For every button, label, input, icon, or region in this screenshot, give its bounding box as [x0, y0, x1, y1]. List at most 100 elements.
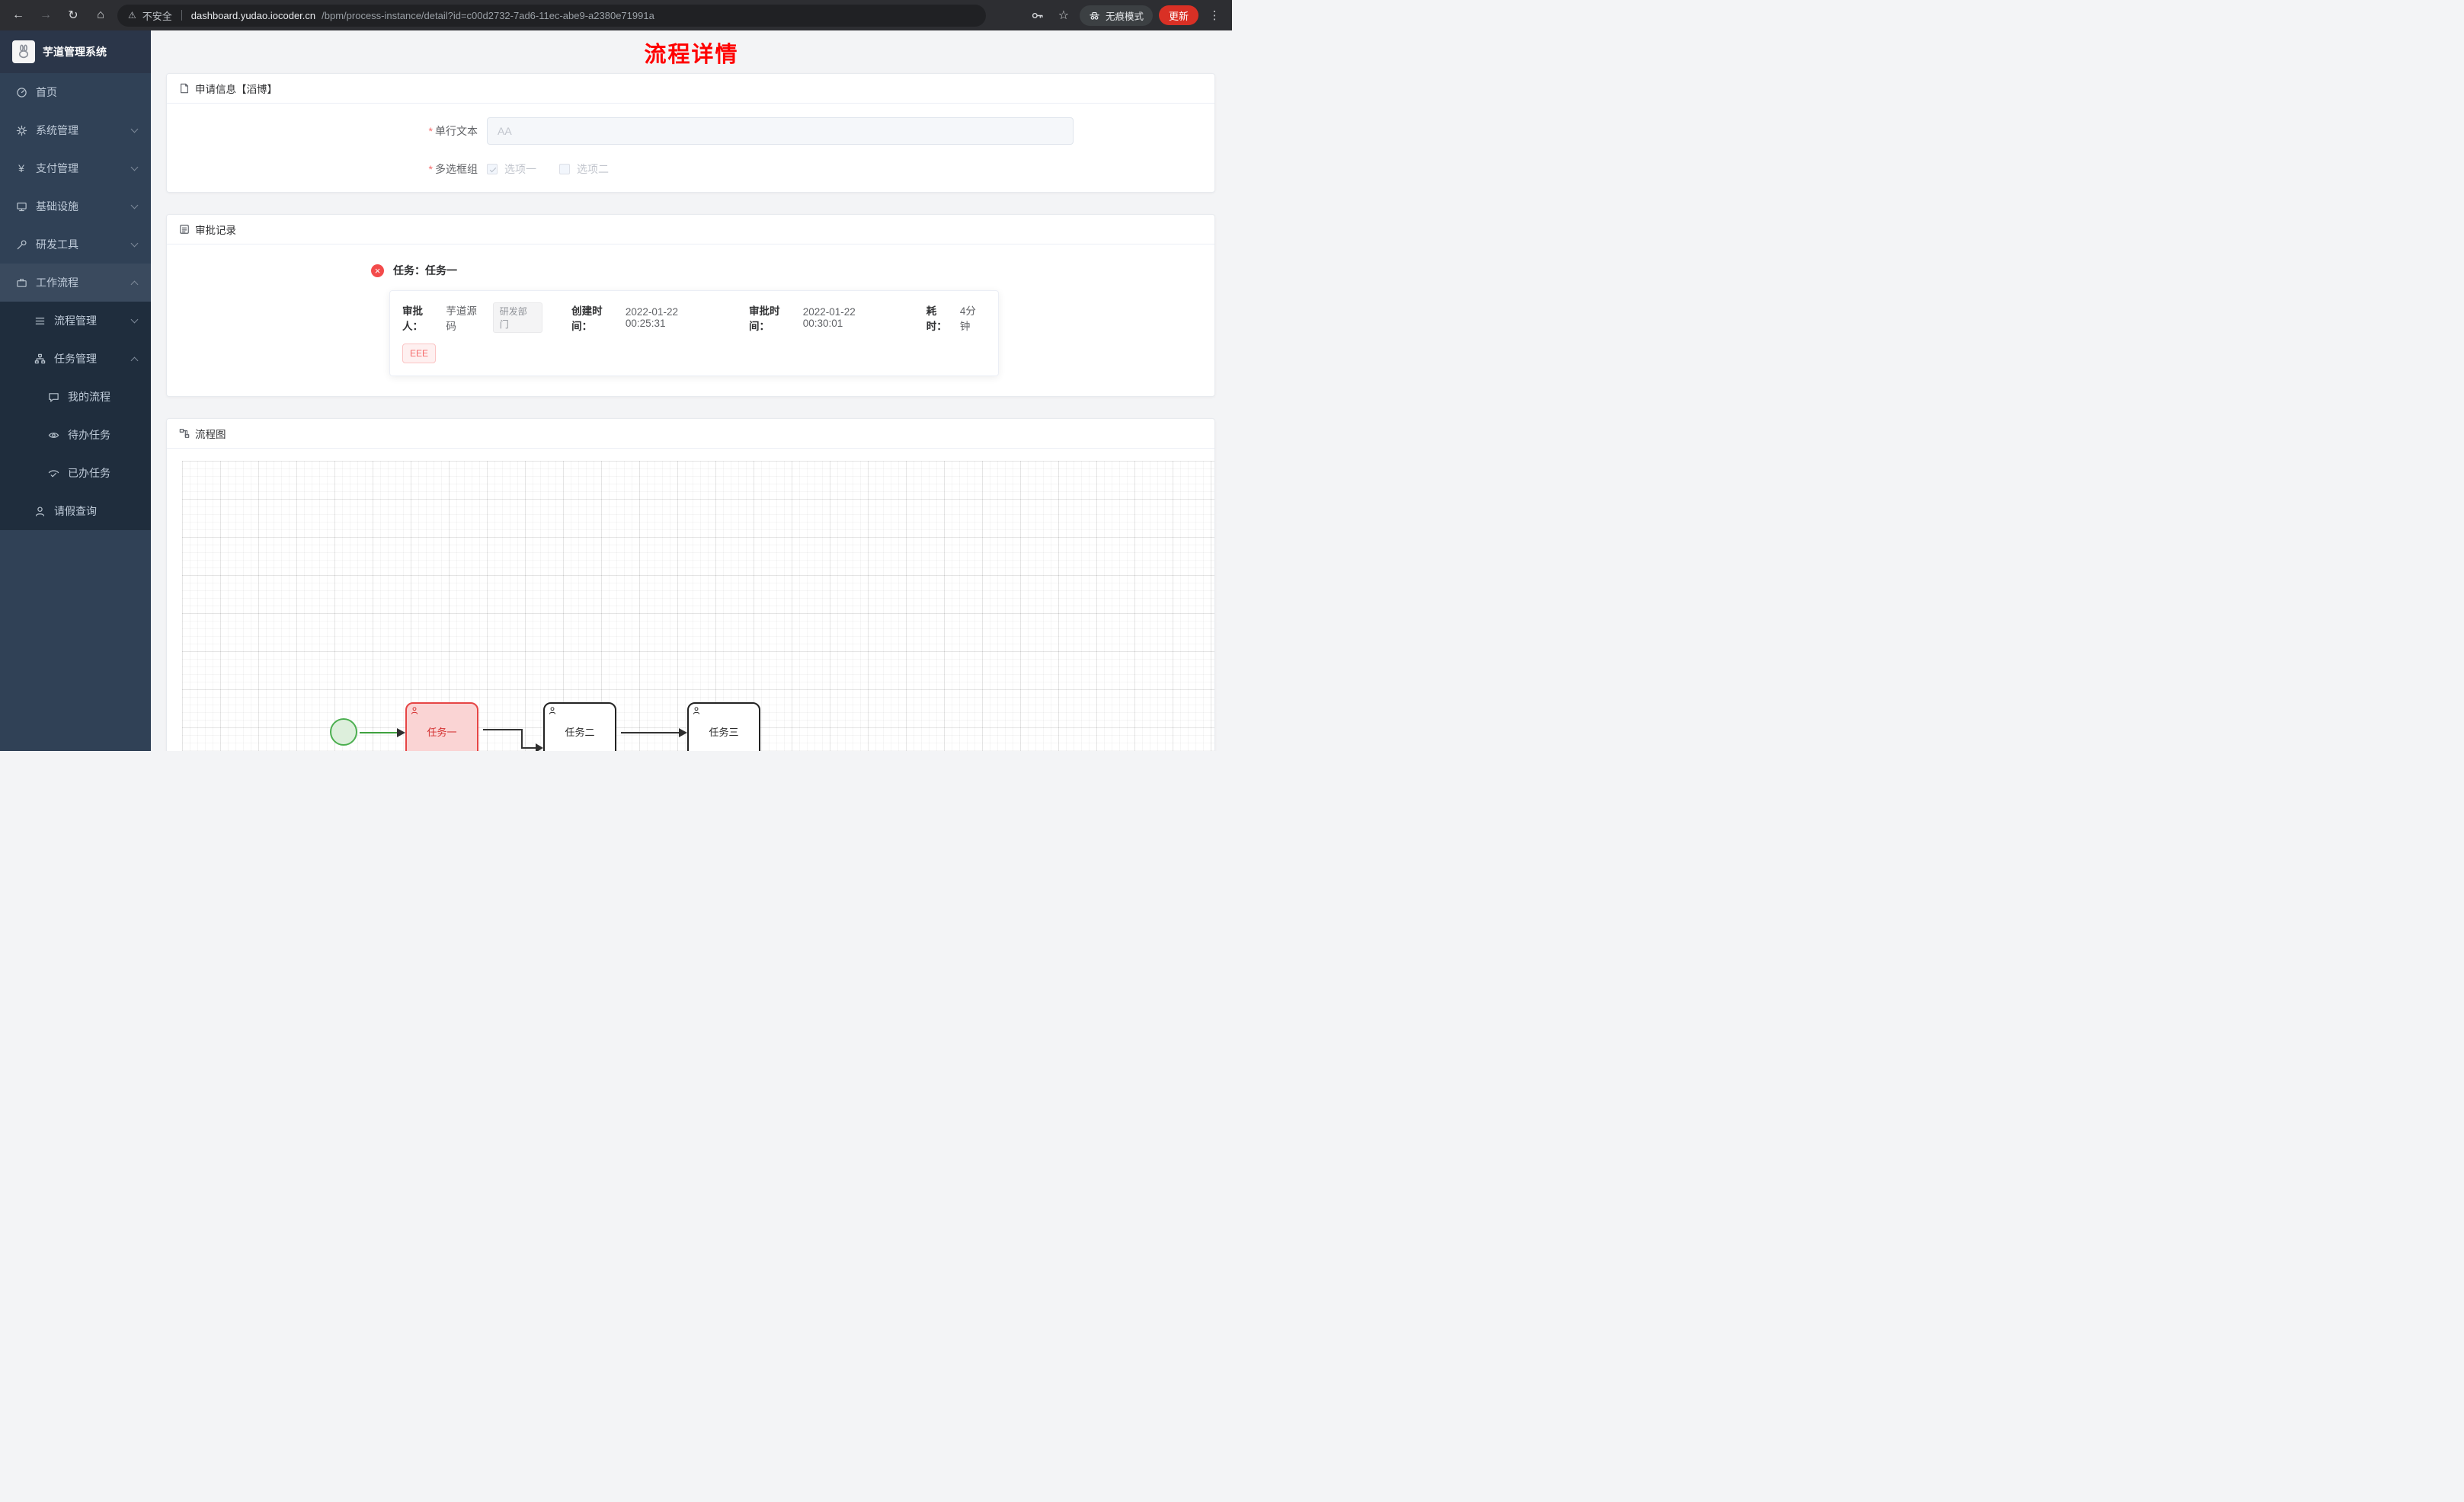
refresh-button[interactable]: ↻: [68, 9, 78, 22]
sidebar-item-label: 工作流程: [36, 276, 78, 289]
checkbox-option-2-label: 选项二: [577, 163, 609, 175]
url-host: dashboard.yudao.iocoder.cn: [190, 9, 316, 21]
sidebar-item-task-management[interactable]: 任务管理: [0, 340, 151, 378]
back-button[interactable]: ←: [12, 8, 24, 21]
rabbit-logo-icon: [18, 44, 29, 59]
process-diagram-card-header: 流程图: [167, 419, 1214, 449]
sidebar-item-leave-query[interactable]: 请假查询: [0, 492, 151, 530]
approval-task-title: 任务：任务一: [393, 264, 457, 276]
bpmn-canvas[interactable]: 任务一 任务二 任务三: [182, 461, 1214, 751]
sidebar-item-devtools[interactable]: 研发工具: [0, 225, 151, 264]
checkbox-unchecked-icon: [559, 164, 570, 174]
form-row-text: *单行文本: [182, 117, 1199, 145]
start-event-node[interactable]: [330, 718, 357, 746]
sidebar-item-payment[interactable]: ¥ 支付管理: [0, 149, 151, 187]
sidebar-item-home[interactable]: 首页: [0, 73, 151, 111]
incognito-badge[interactable]: 无痕模式: [1079, 5, 1153, 26]
single-line-text-input: [487, 117, 1074, 145]
apply-info-card-body: *单行文本 *多选框组 选项一 选项二: [167, 104, 1214, 192]
sidebar-item-label: 研发工具: [36, 238, 78, 251]
apply-info-card-header: 申请信息【滔博】: [167, 74, 1214, 104]
checkbox-group-label: *多选框组: [428, 163, 478, 175]
sidebar-item-label: 待办任务: [68, 429, 110, 441]
sidebar-item-label: 请假查询: [54, 505, 97, 517]
update-button[interactable]: 更新: [1158, 5, 1198, 25]
approval-record-card-header: 审批记录: [167, 215, 1214, 244]
approved-time-label: 审批时间：: [748, 305, 780, 332]
apply-info-card-title: 申请信息【滔博】: [195, 84, 277, 95]
sidebar-item-label: 首页: [36, 86, 57, 98]
sidebar-item-label: 支付管理: [36, 162, 78, 174]
task-node-1[interactable]: 任务一: [405, 702, 478, 751]
workflow-icon: [15, 277, 27, 289]
chevron-down-icon: [130, 125, 139, 133]
checkbox-option-1-label: 选项一: [504, 163, 536, 175]
task-node-label: 任务三: [709, 726, 739, 738]
approval-record-card: 审批记录 × 任务：任务一 审批人： 芋道源码 研发部门 创建时间: [166, 214, 1215, 397]
task-node-2[interactable]: 任务二: [543, 702, 616, 751]
url-path: /bpm/process-instance/detail?id=c00d2732…: [322, 9, 654, 21]
chevron-down-icon: [130, 163, 139, 171]
chevron-down-icon: [130, 201, 139, 209]
approval-detail-line: 审批人： 芋道源码 研发部门 创建时间： 2022-01-22 00:25:31…: [402, 302, 986, 333]
duration-group: 耗时： 4分钟: [926, 302, 986, 333]
apply-info-card: 申请信息【滔博】 *单行文本 *多选框组 选项一: [166, 73, 1215, 193]
chevron-down-icon: [130, 315, 139, 324]
key-icon: [1032, 12, 1044, 18]
task-node-3[interactable]: 任务三: [687, 702, 760, 751]
department-tag: 研发部门: [492, 302, 543, 333]
url-divider: [181, 10, 182, 21]
app-logo-row[interactable]: 芋道管理系统: [0, 30, 151, 73]
sidebar-item-label: 任务管理: [54, 353, 97, 365]
home-button[interactable]: ⌂: [97, 8, 104, 21]
dashboard-icon: [15, 87, 27, 98]
sidebar-item-workflow[interactable]: 工作流程: [0, 264, 151, 302]
user-task-icon: [410, 706, 419, 717]
app-logo: [12, 40, 35, 63]
sidebar-item-label: 基础设施: [36, 200, 78, 213]
approver-label: 审批人：: [402, 305, 423, 332]
forward-button[interactable]: →: [40, 8, 52, 21]
eye-icon: [47, 430, 59, 441]
user-task-icon: [692, 706, 701, 717]
sidebar-item-process-management[interactable]: 流程管理: [0, 302, 151, 340]
approval-record-card-body: × 任务：任务一 审批人： 芋道源码 研发部门 创建时间： 2022-01-22…: [167, 244, 1214, 396]
record-icon: [179, 224, 190, 235]
approved-time-value: 2022-01-22 00:30:01: [802, 306, 856, 329]
approver-name: 芋道源码: [446, 305, 477, 332]
monitor-icon: [15, 201, 27, 213]
sidebar-item-todo-tasks[interactable]: 待办任务: [0, 416, 151, 454]
approved-time-group: 审批时间： 2022-01-22 00:30:01: [749, 302, 898, 333]
incognito-icon: [1090, 11, 1099, 20]
incognito-label: 无痕模式: [1105, 11, 1144, 22]
tool-icon: [15, 239, 27, 251]
form-row-checkbox: *多选框组 选项一 选项二: [182, 161, 1199, 177]
page-title: 流程详情: [644, 43, 739, 67]
security-label: 不安全: [142, 10, 172, 22]
document-icon: [179, 83, 190, 94]
checkbox-checked-icon: [487, 164, 498, 174]
sidebar-item-done-tasks[interactable]: 已办任务: [0, 454, 151, 492]
chat-icon: [47, 391, 59, 403]
checkbox-option-1: 选项一: [487, 161, 536, 177]
list-icon: [34, 315, 46, 327]
required-marker: *: [428, 163, 433, 175]
sidebar-item-system[interactable]: 系统管理: [0, 111, 151, 149]
browser-toolbar: ← → ↻ ⌂ ⚠ 不安全 dashboard.yudao.iocoder.cn…: [0, 0, 1232, 30]
user-task-icon: [548, 706, 557, 717]
created-time-group: 创建时间： 2022-01-22 00:25:31: [571, 302, 720, 333]
browser-menu-button[interactable]: ⋮: [1208, 9, 1221, 22]
bookmark-star-button[interactable]: ☆: [1058, 9, 1070, 22]
url-bar[interactable]: ⚠ 不安全 dashboard.yudao.iocoder.cn /bpm/pr…: [117, 4, 986, 27]
password-key-icon[interactable]: [1028, 5, 1048, 25]
approval-record-card-title: 审批记录: [195, 225, 236, 236]
sidebar-item-label: 已办任务: [68, 467, 110, 479]
chevron-down-icon: [130, 239, 139, 248]
security-warning-icon: ⚠: [128, 10, 136, 21]
main-content: 流程详情 申请信息【滔博】 *单行文本 *多选框组: [151, 30, 1232, 751]
tree-icon: [34, 353, 46, 365]
sidebar-item-my-processes[interactable]: 我的流程: [0, 378, 151, 416]
gear-icon: [15, 125, 27, 136]
sidebar-item-infrastructure[interactable]: 基础设施: [0, 187, 151, 225]
process-diagram-card: 流程图 任务一: [166, 418, 1215, 751]
